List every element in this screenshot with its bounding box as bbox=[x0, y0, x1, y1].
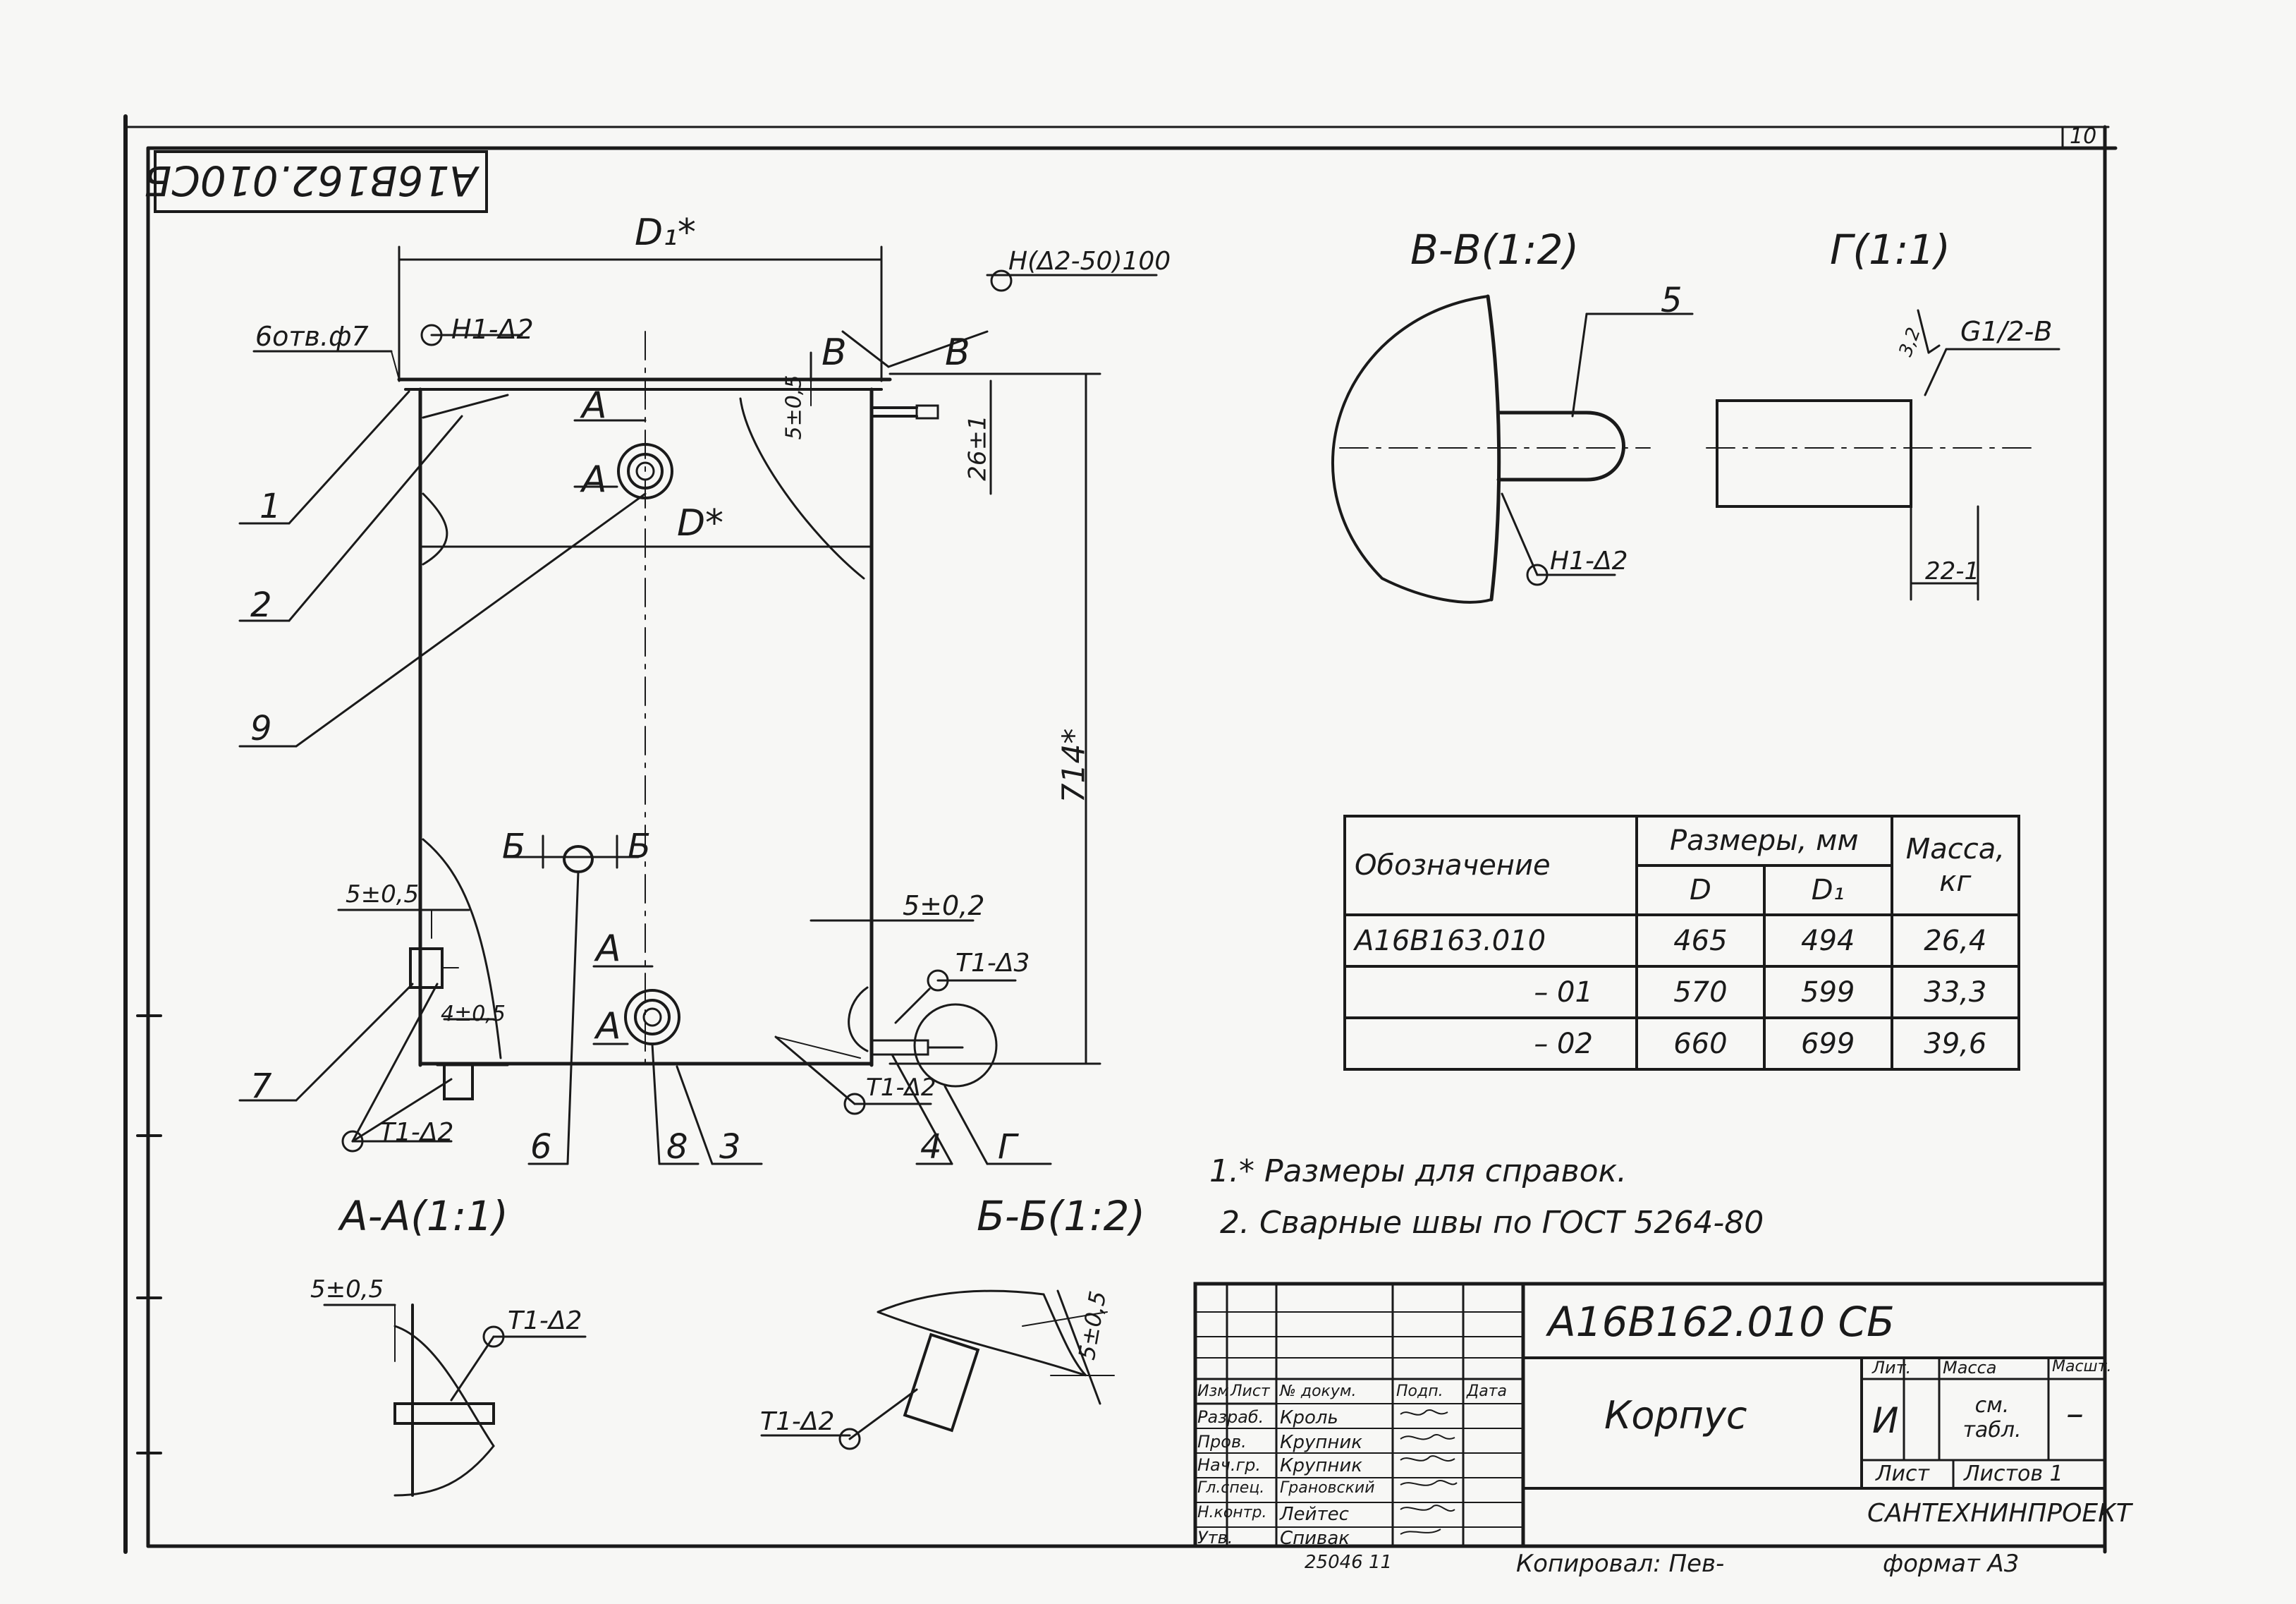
callout-3: 3 bbox=[719, 1127, 741, 1167]
copied-by: Копировал: Пев- bbox=[1516, 1550, 1725, 1578]
tb-role-5: Утв. bbox=[1197, 1528, 1233, 1548]
tb-col-sign: Подп. bbox=[1396, 1383, 1443, 1400]
section-v-right: В bbox=[945, 332, 970, 374]
section-a-top2: А bbox=[582, 458, 607, 501]
callout-4: 4 bbox=[920, 1127, 942, 1167]
note-1: 1.* Размеры для справок. bbox=[1209, 1153, 1628, 1189]
callout-g: Г bbox=[998, 1127, 1017, 1167]
tb-col-date: Дата bbox=[1467, 1383, 1507, 1400]
tb-name-0: Кроль bbox=[1280, 1407, 1338, 1428]
spec-table: Обозначение Размеры, мм Масса, кг D D₁ А… bbox=[1343, 815, 2021, 1071]
weld-h1d2-top: Н1-Δ2 bbox=[451, 314, 534, 345]
table-row: – 01 570 599 33,3 bbox=[1343, 965, 2021, 1019]
title-sheet-label: Лист bbox=[1876, 1462, 1930, 1486]
dim-5-02: 5±0,2 bbox=[903, 890, 985, 921]
dim-5-05-left: 5±0,5 bbox=[346, 880, 420, 909]
rotated-drawing-code: А16В162.010СБ bbox=[143, 157, 477, 205]
title-mass: см. табл. bbox=[1962, 1393, 2022, 1442]
dim-holes: 6отв.ф7 bbox=[255, 321, 369, 352]
aa-weld-t1d2: Т1-Δ2 bbox=[508, 1306, 582, 1335]
tb-role-3: Гл.спец. bbox=[1197, 1479, 1265, 1497]
weld-t1d2-left: Т1-Δ2 bbox=[379, 1118, 454, 1147]
tb-role-1: Пров. bbox=[1197, 1432, 1247, 1452]
spec-header-sizes: Размеры, мм bbox=[1635, 815, 1893, 867]
thread-g12b: G1/2-В bbox=[1960, 316, 2053, 347]
callout-8: 8 bbox=[666, 1127, 688, 1167]
section-b-right: Б bbox=[628, 827, 651, 866]
tb-role-4: Н.контр. bbox=[1197, 1504, 1267, 1521]
title-org: САНТЕХНИНПРОЕКТ bbox=[1867, 1499, 2132, 1528]
title-name: Корпус bbox=[1604, 1393, 1747, 1438]
tb-name-4: Лейтес bbox=[1280, 1504, 1349, 1525]
title-lit: И bbox=[1872, 1400, 1899, 1441]
tb-role-2: Нач.гр. bbox=[1197, 1455, 1262, 1475]
spec-header-designation: Обозначение bbox=[1343, 815, 1638, 916]
tb-col-list: Лист bbox=[1231, 1383, 1270, 1400]
tb-col-doc: № докум. bbox=[1280, 1383, 1357, 1400]
dim-d: D* bbox=[677, 502, 724, 545]
title-lit-label: Лит. bbox=[1872, 1358, 1912, 1378]
spec-header-d1: D₁ bbox=[1762, 864, 1893, 916]
table-row: А16В163.010 465 494 26,4 bbox=[1343, 913, 2021, 968]
aa-dim-5-05: 5±0,5 bbox=[310, 1275, 384, 1304]
rotated-code-box bbox=[154, 150, 488, 213]
weld-h1d2-bb: Н1-Δ2 bbox=[1550, 547, 1628, 576]
page-number: 10 bbox=[2070, 124, 2097, 149]
table-row: – 02 660 699 39,6 bbox=[1343, 1016, 2021, 1071]
title-scale: – bbox=[2066, 1393, 2084, 1434]
page-number-box bbox=[2061, 126, 2106, 150]
dim-26: 26±1 bbox=[963, 415, 992, 481]
callout-9: 9 bbox=[250, 709, 272, 748]
spec-header-d: D bbox=[1635, 864, 1766, 916]
bbb-weld-t1d2: Т1-Δ2 bbox=[760, 1407, 835, 1436]
view-title-bb: В-В(1:2) bbox=[1410, 226, 1580, 274]
callout-2: 2 bbox=[250, 585, 272, 625]
dim-5-05-top: 5±0,5 bbox=[781, 375, 807, 440]
title-mass-label: Масса bbox=[1943, 1358, 1997, 1378]
sheet-format: формат А3 bbox=[1883, 1550, 2020, 1578]
tb-role-0: Разраб. bbox=[1197, 1407, 1264, 1427]
tb-name-2: Крупник bbox=[1280, 1455, 1362, 1476]
callout-1: 1 bbox=[259, 487, 281, 526]
tb-name-3: Грановский bbox=[1280, 1479, 1375, 1497]
weld-h-d2-50: Н(Δ2-50)100 bbox=[1008, 247, 1171, 276]
section-b-left: Б bbox=[502, 827, 525, 866]
section-a-bot: А bbox=[596, 928, 621, 970]
dim-714: 714* bbox=[1056, 728, 1092, 803]
section-a-top: А bbox=[582, 384, 607, 427]
dim-d1: D₁* bbox=[635, 212, 696, 254]
title-sheets-label: Листов 1 bbox=[1964, 1462, 2063, 1486]
view-title-g: Г(1:1) bbox=[1830, 226, 1950, 274]
tb-name-5: Спивак bbox=[1280, 1528, 1350, 1549]
dim-4-05: 4±0,5 bbox=[441, 1002, 506, 1026]
view-title-aa: А-А(1:1) bbox=[340, 1192, 508, 1240]
weld-t1d3: Т1-Δ3 bbox=[955, 949, 1030, 978]
signatures bbox=[1400, 1409, 1458, 1535]
section-a-bot2: А bbox=[596, 1005, 621, 1047]
callout-5: 5 bbox=[1661, 281, 1683, 320]
tb-name-1: Крупник bbox=[1280, 1432, 1362, 1453]
title-scale-label: Масшт. bbox=[2052, 1358, 2112, 1375]
tb-col-izm: Изм bbox=[1197, 1383, 1229, 1400]
note-2: 2. Сварные швы по ГОСТ 5264-80 bbox=[1220, 1205, 1764, 1241]
spec-header-mass: Масса, кг bbox=[1890, 815, 2021, 916]
view-title-bbb: Б-Б(1:2) bbox=[977, 1192, 1146, 1240]
callout-6: 6 bbox=[530, 1127, 552, 1167]
dim-22-1: 22-1 bbox=[1925, 557, 1980, 585]
callout-7: 7 bbox=[250, 1067, 272, 1106]
title-code: А16В162.010 СБ bbox=[1548, 1298, 1895, 1346]
weld-t1d2-right: Т1-Δ2 bbox=[866, 1074, 936, 1102]
section-v-left: В bbox=[822, 332, 847, 374]
inventory-number: 25046 11 bbox=[1305, 1552, 1393, 1573]
